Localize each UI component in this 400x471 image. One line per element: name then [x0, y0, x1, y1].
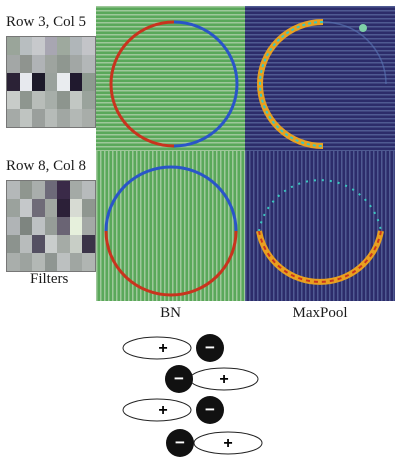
charge-row-3: + − [122, 396, 224, 424]
filter-pixel [82, 235, 95, 253]
filter-pixel [82, 199, 95, 217]
minus-symbol: − [174, 369, 184, 388]
maxpool-panel-top [245, 6, 395, 151]
filter-pixel [57, 235, 70, 253]
filter-pixel [57, 199, 70, 217]
charge-row-4: + − [166, 429, 263, 457]
filter-pixel [7, 73, 20, 91]
filter-pixel [19, 37, 33, 55]
filter-pixel [69, 199, 83, 217]
filter-top-image [6, 36, 96, 128]
filter-pixel [82, 91, 95, 109]
filter-pixel [69, 253, 83, 271]
filter-pixel [19, 181, 33, 199]
plus-symbol: + [219, 371, 228, 388]
filter-pixel [57, 55, 70, 73]
filter-pixel [82, 109, 95, 127]
filter-pixel [44, 55, 58, 73]
filter-label-top: Row 3, Col 5 [6, 14, 87, 30]
filter-pixel [7, 37, 20, 55]
charge-diagram: + − + − + − + − [110, 330, 280, 466]
charge-row-1: + − [122, 334, 224, 362]
filter-pixel [69, 181, 83, 199]
filter-pixel [32, 37, 45, 55]
filter-pixel [19, 217, 33, 235]
plus-symbol: + [223, 435, 232, 452]
filter-pixel [32, 217, 45, 235]
plus-symbol: + [158, 340, 167, 357]
minus-symbol: − [175, 433, 185, 452]
filter-pixel [44, 253, 58, 271]
filter-pixel [32, 55, 45, 73]
filter-pixel [69, 235, 83, 253]
bn-column-label: BN [160, 305, 181, 321]
filter-pixel [7, 55, 20, 73]
filter-pixel [7, 199, 20, 217]
filter-pixel [7, 109, 20, 127]
filter-pixel [69, 91, 83, 109]
filter-pixel [44, 109, 58, 127]
filter-pixel [32, 235, 45, 253]
filter-pixel [32, 199, 45, 217]
bn-panel-top [96, 6, 245, 151]
filter-pixel [19, 109, 33, 127]
filters-caption: Filters [30, 271, 69, 287]
filter-pixel [7, 217, 20, 235]
filter-pixel [82, 37, 95, 55]
filter-pixel [57, 181, 70, 199]
filter-pixel [82, 217, 95, 235]
filter-pixel [7, 253, 20, 271]
filter-pixel [19, 199, 33, 217]
filter-pixel [44, 91, 58, 109]
filter-pixel [19, 235, 33, 253]
filter-pixel [19, 73, 33, 91]
filter-pixel [44, 73, 58, 91]
filter-pixel [32, 181, 45, 199]
filter-pixel [7, 91, 20, 109]
filter-pixel [32, 91, 45, 109]
filter-pixel [57, 37, 70, 55]
filter-pixel [44, 235, 58, 253]
filter-pixel [7, 181, 20, 199]
filter-pixel [57, 91, 70, 109]
filter-pixel [57, 217, 70, 235]
plus-symbol: + [158, 402, 167, 419]
filter-pixel [82, 73, 95, 91]
filter-pixel [32, 73, 45, 91]
filter-pixel [44, 199, 58, 217]
filter-pixel [44, 181, 58, 199]
filter-pixel [44, 37, 58, 55]
filter-pixel [57, 109, 70, 127]
filter-label-bottom: Row 8, Col 8 [6, 158, 87, 174]
filter-pixel [19, 253, 33, 271]
filter-pixel [69, 55, 83, 73]
filter-pixel [57, 253, 70, 271]
maxpool-column-label: MaxPool [292, 305, 348, 321]
bn-panel-bottom [96, 151, 245, 301]
filter-pixel [82, 181, 95, 199]
filter-pixel [7, 235, 20, 253]
filter-pixel [69, 109, 83, 127]
filter-pixel [32, 109, 45, 127]
filter-pixel [44, 217, 58, 235]
filter-pixel [32, 253, 45, 271]
minus-symbol: − [205, 338, 215, 357]
maxpool-panel-bottom [245, 151, 395, 301]
filter-pixel [69, 37, 83, 55]
filter-pixel [19, 55, 33, 73]
filter-pixel [82, 55, 95, 73]
minus-symbol: − [205, 400, 215, 419]
filter-pixel [69, 217, 83, 235]
filter-pixel [69, 73, 83, 91]
filter-pixel [19, 91, 33, 109]
filter-pixel [82, 253, 95, 271]
charge-row-2: + − [165, 365, 259, 393]
filter-bottom-image [6, 180, 96, 272]
filter-pixel [57, 73, 70, 91]
